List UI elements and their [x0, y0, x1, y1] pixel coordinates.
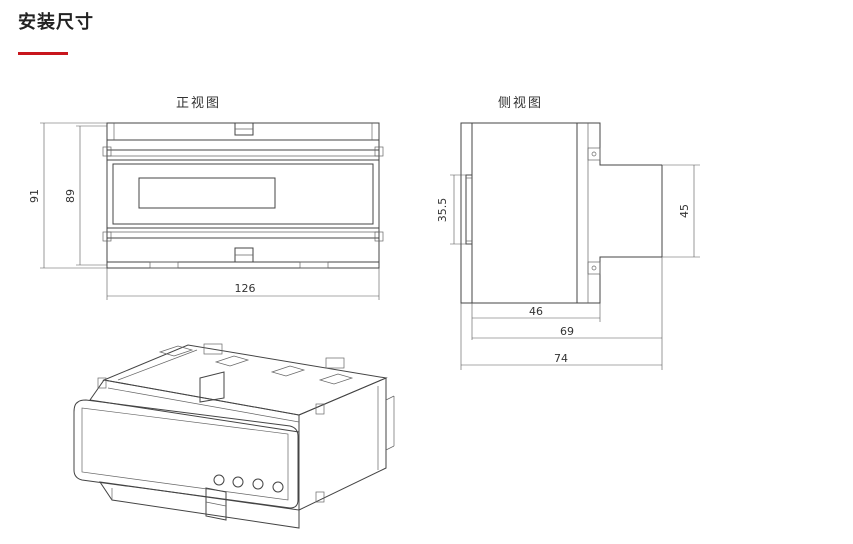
front-dim-89: 89 — [64, 189, 77, 203]
side-dim-45: 45 — [678, 204, 691, 218]
isometric-view-drawing — [73, 343, 395, 529]
side-dim-46: 46 — [529, 305, 543, 318]
front-view-drawing: 91 89 126 — [28, 122, 384, 300]
side-dim-74: 74 — [554, 352, 568, 365]
side-view-label: 侧视图 — [498, 96, 544, 111]
front-dim-126: 126 — [235, 282, 256, 295]
side-dim-35-5: 35.5 — [436, 198, 449, 223]
front-view-label: 正视图 — [176, 96, 222, 111]
page-title: 安装尺寸 — [18, 12, 94, 33]
side-dim-69: 69 — [560, 325, 574, 338]
title-accent-bar — [18, 52, 68, 55]
side-view-drawing: 35.5 45 46 69 74 — [436, 122, 700, 370]
front-dim-91: 91 — [28, 189, 41, 203]
